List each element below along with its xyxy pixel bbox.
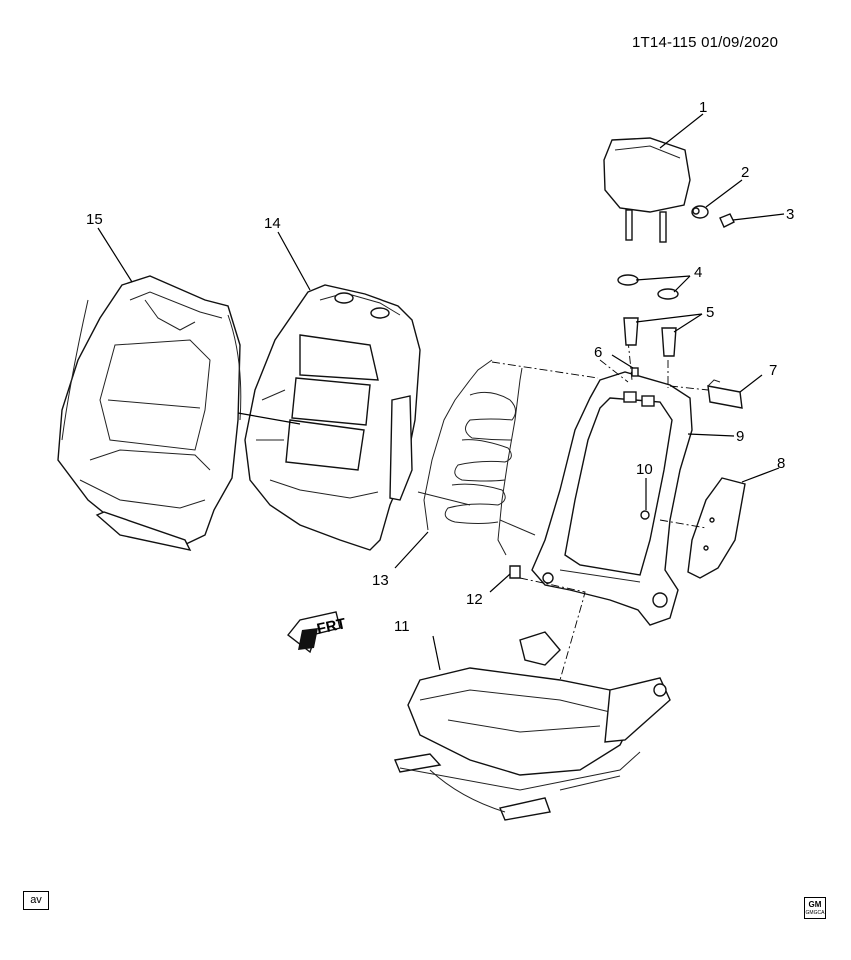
seat-back-pad [244,284,421,551]
callout-14: 14 [264,215,281,232]
callout-6: 6 [594,344,602,361]
seat-back-frame [531,339,693,626]
headrest-guide [691,205,709,219]
callout-5: 5 [706,304,714,321]
callout-7: 7 [769,362,777,379]
fastener-6 [631,367,639,377]
gm-logo-subtext: GMGCA [805,910,825,916]
seat-back-cover [57,275,242,551]
headrest [603,137,691,243]
headrest-clip [719,213,735,228]
frt-label: FRT [315,615,347,638]
nut-10 [640,510,650,520]
callout-2: 2 [741,164,749,181]
front-direction-arrow-icon: FRT [287,611,347,654]
leader-lines [97,113,785,671]
gm-logo-icon: GM GMGCA [804,897,826,919]
callout-11: 11 [394,618,410,635]
headrest-guide-sleeves [623,317,677,357]
gm-logo-text: GM [808,900,822,909]
headrest-guide-caps [617,274,679,300]
seat-cushion [394,631,671,821]
callout-3: 3 [786,206,794,223]
callout-15: 15 [86,211,103,228]
callout-1: 1 [699,99,707,116]
wire-bracket [669,379,743,409]
callout-9: 9 [736,428,744,445]
callout-13: 13 [372,572,389,589]
diagram-reference: 1T14-115 01/09/2020 [632,34,779,51]
callout-12: 12 [466,591,483,608]
callout-8: 8 [777,455,785,472]
callout-10: 10 [636,461,653,478]
view-code-label: av [23,891,49,910]
lumbar-support-wire [417,359,599,556]
callouts: 1 2 3 4 5 6 7 8 9 10 11 12 13 14 15 [86,99,794,635]
side-panel [659,477,746,579]
bolt-12 [509,565,586,681]
callout-4: 4 [694,264,702,281]
